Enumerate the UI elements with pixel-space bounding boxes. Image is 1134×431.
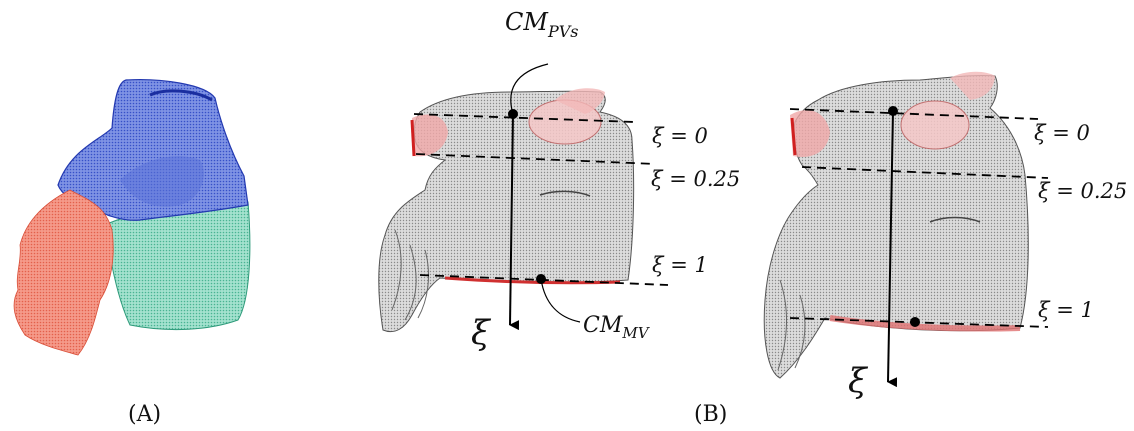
level-label-1-right: ξ = 1 xyxy=(1038,298,1094,322)
level-label-0-right: ξ = 0 xyxy=(1034,121,1090,145)
pv-left-edge-left xyxy=(412,120,414,156)
panel-label-a: (A) xyxy=(128,402,161,427)
xi-label-left: ξ xyxy=(471,313,492,353)
pv-opening-right-right xyxy=(901,101,969,149)
panel-label-b: (B) xyxy=(694,402,727,427)
panel-b-mesh-left xyxy=(379,88,634,331)
cm-mv-leader xyxy=(541,279,580,322)
atrium-appendage-region xyxy=(14,190,113,355)
cm-pvs-label: CMPVs xyxy=(505,8,578,41)
level-label-0-left: ξ = 0 xyxy=(652,124,708,148)
level-label-1-left: ξ = 1 xyxy=(652,253,708,277)
xi-label-right: ξ xyxy=(848,361,869,401)
panel-a-atrium xyxy=(14,80,250,355)
level-label-025-left: ξ = 0.25 xyxy=(651,167,740,191)
cm-mv-label: CMMV xyxy=(583,313,651,342)
cm-mv-point-right xyxy=(910,317,920,327)
cm-pvs-point-right xyxy=(888,106,898,116)
level-label-025-right: ξ = 0.25 xyxy=(1038,179,1127,203)
atrium-lower-region xyxy=(105,202,250,330)
